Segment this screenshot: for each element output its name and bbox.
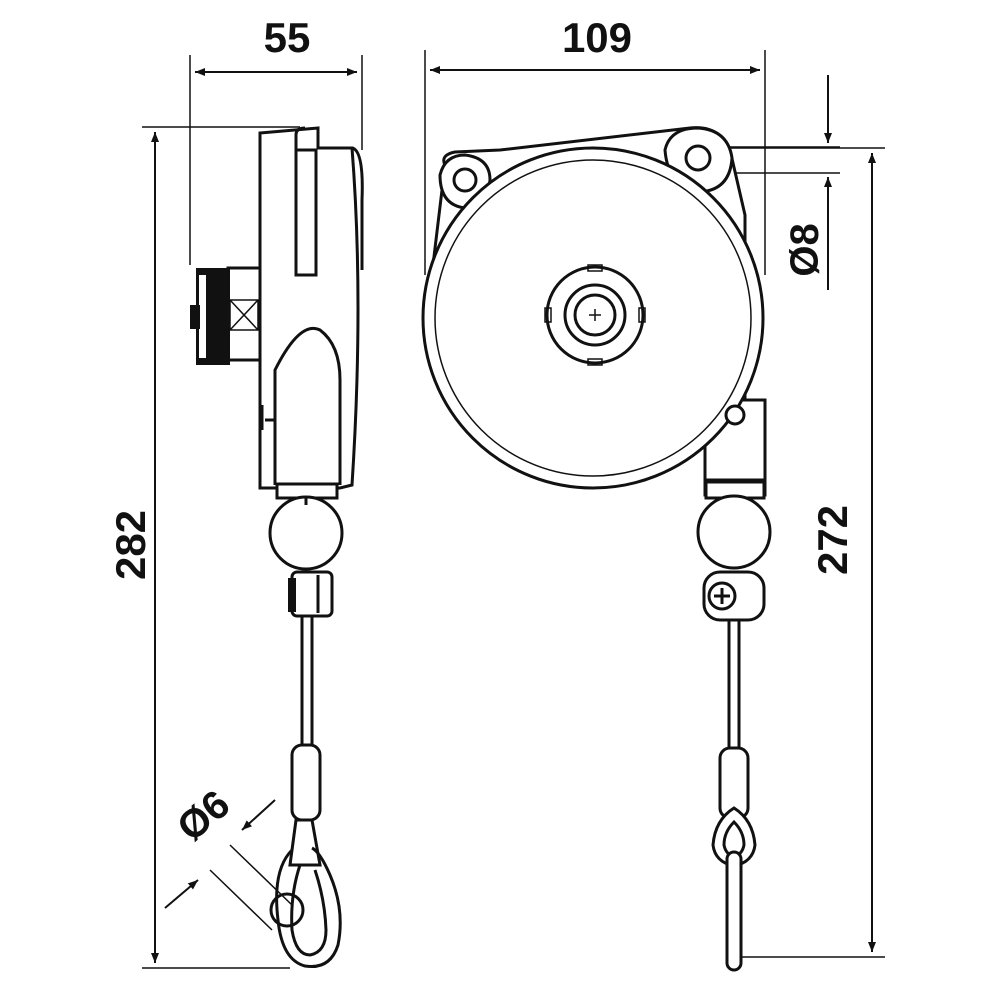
carabiner-inner — [290, 864, 328, 957]
front-ball-stopper — [696, 494, 772, 570]
spring-drum — [421, 146, 765, 490]
side-housing-edge — [351, 146, 364, 270]
drum-hub-center — [573, 293, 617, 337]
carabiner-gate-pin — [269, 892, 305, 928]
drum-rim — [434, 159, 752, 477]
dimension-total-height: 282 — [107, 126, 300, 969]
front-hook-bar — [725, 850, 743, 972]
hole-diameter-label: Ø8 — [783, 223, 827, 276]
drum-hub — [545, 265, 645, 365]
drum-hub-inner — [563, 283, 627, 347]
mount-height-label: 272 — [809, 505, 856, 575]
extension-line — [209, 869, 273, 931]
front-width-label: 109 — [562, 14, 632, 61]
front-view — [421, 126, 772, 972]
side-ferrule — [290, 743, 322, 822]
knob-cross — [229, 299, 259, 331]
side-clip — [294, 148, 318, 277]
knob-highlight — [199, 275, 206, 358]
drum-rivet — [724, 404, 746, 426]
dimension-arrow — [241, 799, 276, 831]
knob-cap — [190, 305, 200, 329]
dimension-side-width: 55 — [189, 14, 363, 265]
side-width-label: 55 — [264, 14, 311, 61]
left-mount-hole — [452, 167, 478, 193]
dimension-arrow — [164, 879, 199, 909]
side-clip-top — [294, 126, 306, 150]
dimension-hook-diameter: Ø6 — [164, 782, 293, 931]
right-mount-hole — [684, 144, 712, 172]
side-cable-clamp — [290, 570, 334, 618]
carabiner-hook — [275, 846, 342, 969]
hook-diameter-label: Ø6 — [169, 782, 238, 850]
side-view — [190, 126, 364, 969]
dimension-mount-height: 272 — [705, 147, 885, 958]
dimension-front-width: 109 — [424, 14, 766, 275]
side-thimble — [288, 818, 322, 867]
dimension-hole-diameter: Ø8 — [712, 75, 840, 290]
hub-notch — [638, 307, 646, 323]
hub-notch — [544, 307, 552, 323]
total-height-label: 282 — [107, 510, 154, 580]
hub-notch — [587, 264, 603, 272]
clamp-screw-head — [288, 578, 296, 612]
side-ball-stopper — [268, 495, 344, 571]
hub-notch — [587, 358, 603, 366]
side-front-slot — [273, 327, 342, 485]
